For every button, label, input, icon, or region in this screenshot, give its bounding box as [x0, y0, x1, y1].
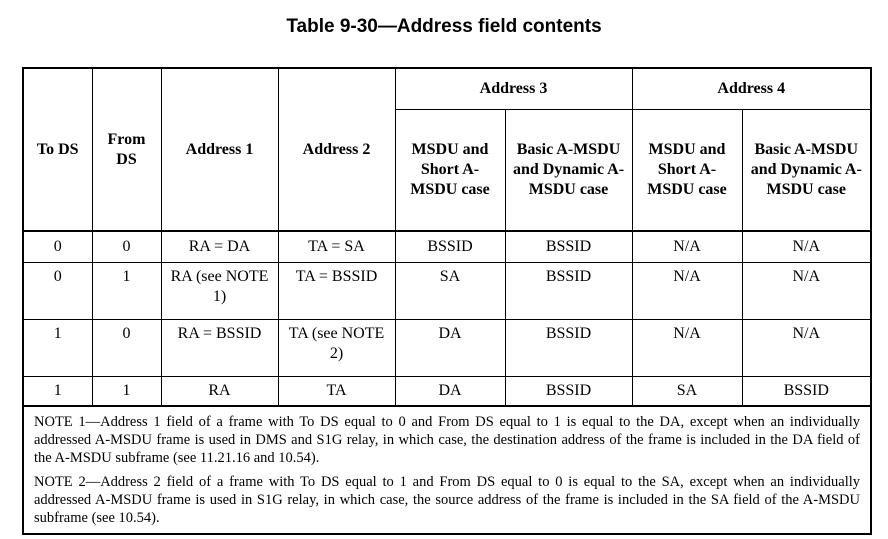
- header-address4-basic-dynamic: Basic A-MSDU and Dynamic A-MSDU case: [741, 109, 872, 232]
- cell-address4-basic: BSSID: [741, 376, 872, 407]
- cell-address3-msdu: DA: [394, 376, 506, 407]
- note-2: NOTE 2—Address 2 field of a frame with T…: [34, 474, 860, 526]
- notes-row: NOTE 1—Address 1 field of a frame with T…: [22, 405, 872, 535]
- cell-to-ds: 1: [22, 376, 93, 407]
- header-sub-row: MSDU and Short A-MSDU case Basic A-MSDU …: [23, 109, 872, 232]
- header-group-row: To DS From DS Address 1 Address 2 Addres…: [22, 67, 872, 232]
- cell-from-ds: 1: [91, 262, 162, 320]
- cell-from-ds: 1: [91, 376, 162, 407]
- cell-to-ds: 0: [22, 262, 93, 320]
- header-address-1: Address 1: [160, 67, 279, 232]
- cell-address3-msdu: SA: [394, 262, 506, 320]
- table-row: 1 0 RA = BSSID TA (see NOTE 2) DA BSSID …: [22, 319, 872, 377]
- cell-address-2: TA = SA: [277, 230, 396, 263]
- header-address3-msdu-short: MSDU and Short A-MSDU case: [394, 109, 506, 232]
- note-1: NOTE 1—Address 1 field of a frame with T…: [34, 414, 860, 466]
- header-address4-msdu-short: MSDU and Short A-MSDU case: [631, 109, 743, 232]
- cell-address3-msdu: BSSID: [394, 230, 506, 263]
- cell-address4-msdu: SA: [631, 376, 743, 407]
- cell-address4-msdu: N/A: [631, 230, 743, 263]
- cell-address3-basic: BSSID: [504, 376, 633, 407]
- cell-address-2: TA (see NOTE 2): [277, 319, 396, 377]
- address-field-table: To DS From DS Address 1 Address 2 Addres…: [22, 67, 872, 535]
- table-row: 1 1 RA TA DA BSSID SA BSSID: [22, 376, 872, 407]
- cell-address4-msdu: N/A: [631, 319, 743, 377]
- cell-from-ds: 0: [91, 319, 162, 377]
- cell-address-1: RA (see NOTE 1): [160, 262, 279, 320]
- table-row: 0 1 RA (see NOTE 1) TA = BSSID SA BSSID …: [22, 262, 872, 320]
- cell-address-1: RA = BSSID: [160, 319, 279, 377]
- table-title: Table 9-30—Address field contents: [286, 16, 602, 37]
- header-from-ds: From DS: [91, 67, 162, 232]
- cell-address3-basic: BSSID: [504, 262, 633, 320]
- header-to-ds: To DS: [22, 67, 93, 232]
- cell-address3-basic: BSSID: [504, 230, 633, 263]
- cell-address3-msdu: DA: [394, 319, 506, 377]
- notes-cell: NOTE 1—Address 1 field of a frame with T…: [22, 405, 872, 535]
- table-row: 0 0 RA = DA TA = SA BSSID BSSID N/A N/A: [22, 230, 872, 263]
- cell-address4-basic: N/A: [741, 319, 872, 377]
- header-address-3: Address 3: [394, 67, 633, 110]
- cell-address-1: RA = DA: [160, 230, 279, 263]
- cell-to-ds: 0: [22, 230, 93, 263]
- cell-address4-basic: N/A: [741, 230, 872, 263]
- cell-from-ds: 0: [91, 230, 162, 263]
- header-address-2: Address 2: [277, 67, 396, 232]
- cell-address-2: TA: [277, 376, 396, 407]
- header-address-4: Address 4: [631, 67, 872, 110]
- cell-address-1: RA: [160, 376, 279, 407]
- cell-address4-msdu: N/A: [631, 262, 743, 320]
- cell-address4-basic: N/A: [741, 262, 872, 320]
- header-address3-basic-dynamic: Basic A-MSDU and Dynamic A-MSDU case: [504, 109, 633, 232]
- cell-address3-basic: BSSID: [504, 319, 633, 377]
- cell-to-ds: 1: [22, 319, 93, 377]
- cell-address-2: TA = BSSID: [277, 262, 396, 320]
